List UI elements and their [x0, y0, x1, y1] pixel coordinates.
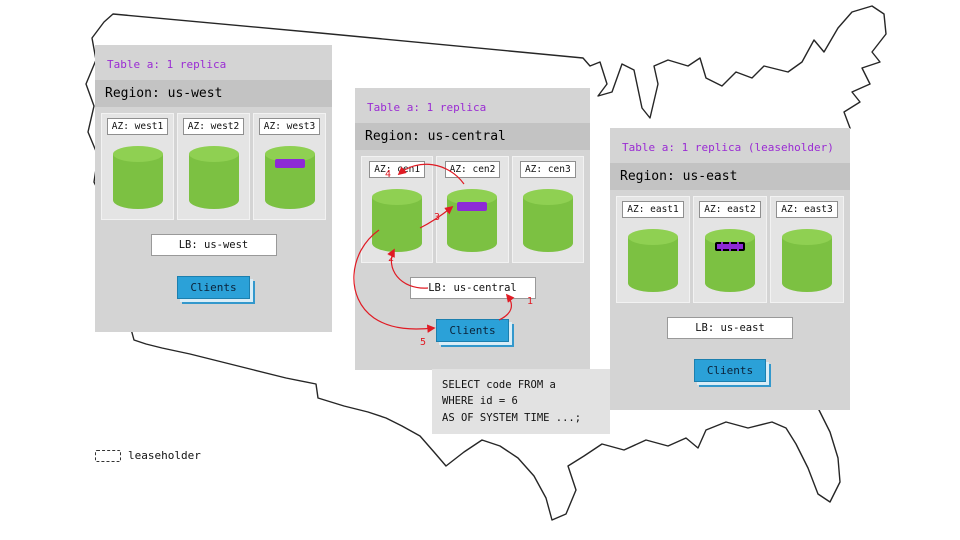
- database-icon: [112, 146, 163, 209]
- database-icon: [372, 189, 423, 252]
- leaseholder-icon: [95, 449, 121, 462]
- database-cylinder: [112, 145, 164, 209]
- legend-label: leaseholder: [128, 449, 201, 462]
- database-cylinder: [371, 188, 423, 252]
- az-row: AZ: east1 AZ: east2 AZ: east3: [616, 196, 844, 303]
- database-cylinder: [781, 228, 833, 292]
- az-column-cen3: AZ: cen3: [511, 156, 584, 263]
- load-balancer-box: LB: us-west: [150, 234, 277, 256]
- az-column-east3: AZ: east3: [770, 196, 844, 303]
- legend-leaseholder: leaseholder: [95, 449, 201, 462]
- az-column-west1: AZ: west1: [101, 113, 174, 220]
- az-row: AZ: cen1 AZ: cen2 AZ: cen3: [361, 156, 584, 263]
- clients-button: Clients: [177, 276, 250, 299]
- sql-line: SELECT code FROM a: [442, 379, 556, 391]
- region-header: Region: us-central: [355, 123, 590, 150]
- database-icon: [188, 146, 239, 209]
- database-icon: [782, 229, 832, 292]
- az-label: AZ: west3: [258, 118, 321, 135]
- region-header: Region: us-west: [95, 80, 332, 107]
- az-label: AZ: east3: [776, 201, 838, 218]
- database-cylinder: [627, 228, 679, 292]
- az-label: AZ: cen1: [369, 161, 426, 178]
- database-icon: [628, 229, 678, 292]
- database-cylinder: [188, 145, 240, 209]
- region-panel-us-central: Table a: 1 replica Region: us-central AZ…: [355, 88, 590, 370]
- az-column-east1: AZ: east1: [616, 196, 690, 303]
- az-column-cen2: AZ: cen2: [436, 156, 509, 263]
- load-balancer-box: LB: us-central: [409, 277, 536, 299]
- az-column-west2: AZ: west2: [177, 113, 250, 220]
- az-label: AZ: east2: [699, 201, 761, 218]
- az-row: AZ: west1 AZ: west2 AZ: west3: [101, 113, 326, 220]
- database-cylinder: [446, 188, 498, 252]
- sql-query: SELECT code FROM a WHERE id = 6 AS OF SY…: [432, 369, 610, 434]
- az-label: AZ: east1: [622, 201, 684, 218]
- load-balancer-box: LB: us-east: [667, 317, 793, 339]
- database-icon: [522, 189, 573, 252]
- region-panel-us-west: Table a: 1 replica Region: us-west AZ: w…: [95, 45, 332, 332]
- clients-button: Clients: [436, 319, 509, 342]
- az-label: AZ: cen2: [444, 161, 501, 178]
- az-label: AZ: west1: [106, 118, 169, 135]
- sql-line: AS OF SYSTEM TIME ...;: [442, 411, 582, 424]
- az-label: AZ: cen3: [519, 161, 576, 178]
- table-replica-label: Table a: 1 replica (leaseholder): [622, 141, 834, 154]
- replica-range-bar: [457, 202, 488, 211]
- table-replica-label: Table a: 1 replica: [367, 101, 487, 114]
- database-icon: [264, 146, 315, 209]
- clients-button: Clients: [693, 359, 767, 382]
- database-cylinder: [264, 145, 316, 209]
- database-cylinder: [704, 228, 756, 292]
- database-icon: [447, 189, 498, 252]
- replica-range-bar: [274, 159, 305, 168]
- az-column-west3: AZ: west3: [253, 113, 326, 220]
- database-cylinder: [522, 188, 574, 252]
- sql-line: WHERE id = 6: [442, 395, 518, 408]
- region-header: Region: us-east: [610, 163, 850, 190]
- az-label: AZ: west2: [182, 118, 245, 135]
- table-replica-label: Table a: 1 replica: [107, 58, 227, 71]
- database-icon: [705, 229, 755, 292]
- region-panel-us-east: Table a: 1 replica (leaseholder) Region:…: [610, 128, 850, 410]
- az-column-east2: AZ: east2: [693, 196, 767, 303]
- leaseholder-range-bar: [715, 242, 745, 251]
- az-column-cen1: AZ: cen1: [361, 156, 434, 263]
